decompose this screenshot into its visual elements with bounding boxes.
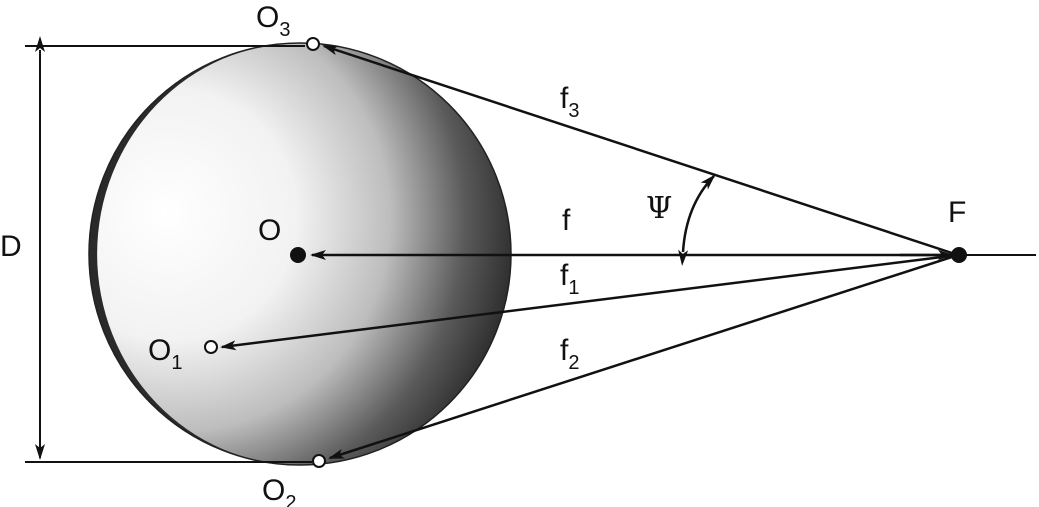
diameter-dimension — [25, 36, 312, 463]
label-f1-base: f — [560, 259, 569, 292]
label-o2: O2 — [262, 474, 296, 507]
point-f — [951, 247, 967, 263]
label-f-point: F — [948, 196, 966, 229]
label-o2-base: O — [262, 474, 285, 507]
label-psi: Ψ — [646, 191, 672, 226]
label-o1: O1 — [148, 334, 182, 374]
label-o3-base: O — [256, 1, 279, 34]
label-o: O — [258, 214, 281, 247]
label-f3-sub: 3 — [568, 100, 579, 122]
label-f2-base: f — [560, 334, 569, 367]
label-f3: f3 — [560, 82, 579, 122]
label-o2-sub: 2 — [285, 492, 296, 507]
label-f1: f1 — [560, 259, 579, 299]
label-f2: f2 — [560, 334, 579, 374]
label-o3: O3 — [256, 1, 290, 41]
point-o — [290, 247, 306, 263]
point-o1 — [204, 340, 218, 354]
point-o2 — [312, 454, 326, 468]
label-f1-sub: 1 — [568, 277, 579, 299]
ray-f3 — [322, 44, 959, 257]
label-o3-sub: 3 — [279, 19, 290, 41]
label-f: f — [562, 204, 571, 237]
label-f2-sub: 2 — [568, 352, 579, 374]
point-o3 — [306, 37, 320, 51]
label-f3-base: f — [560, 82, 569, 115]
label-o1-sub: 1 — [171, 352, 182, 374]
label-d: D — [0, 230, 22, 263]
psi-angle-arc — [678, 174, 716, 266]
label-o1-base: O — [148, 334, 171, 367]
ray-f2 — [328, 253, 959, 460]
ray-f1 — [220, 253, 959, 351]
